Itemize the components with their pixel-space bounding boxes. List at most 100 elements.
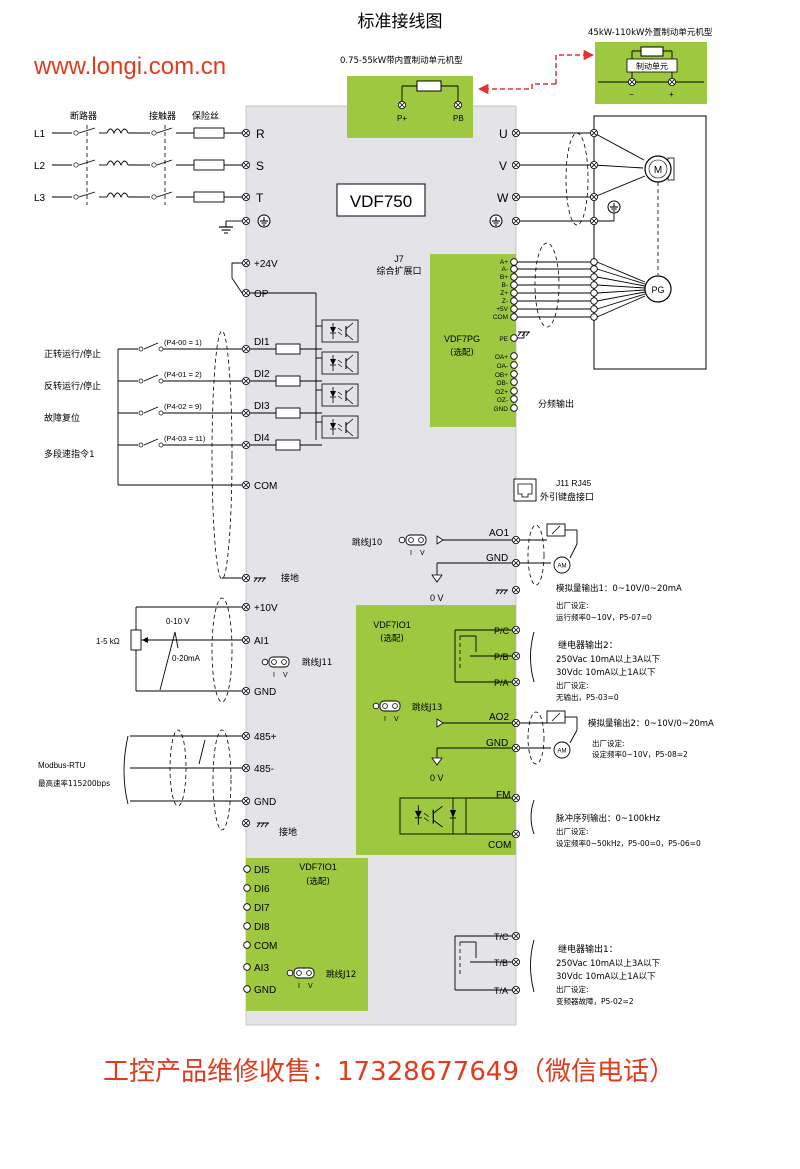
encoder-label: PG	[651, 285, 664, 295]
relay1-switch	[454, 935, 512, 991]
terminal-gnd3: GND	[254, 985, 276, 996]
terminal-tc: T/C	[494, 932, 509, 942]
relay1-set-value: 变频器故障，P5-02=2	[556, 996, 634, 1006]
pot-resistance: 1-5 kΩ	[96, 637, 120, 646]
vdf7pg-card	[430, 254, 516, 427]
model-label: VDF750	[350, 192, 412, 211]
j7-desc: 综合扩展口	[376, 265, 421, 277]
terminal-di6: DI6	[254, 884, 270, 895]
pg-ob-plus: OB+	[495, 372, 508, 379]
contactor-label: 接触器	[149, 110, 176, 122]
motor-wiring	[520, 132, 646, 226]
pg-gnd: GND	[494, 406, 509, 413]
brake-resistor	[416, 80, 442, 92]
pg-a-minus: A-	[502, 266, 509, 273]
relay2-switch	[454, 629, 512, 683]
pg-oa-minus: OA-	[496, 363, 508, 370]
di1-function: 正转运行/停止	[44, 348, 101, 360]
pg-com: COM	[493, 314, 508, 321]
pg-ob-minus: OB-	[496, 380, 508, 387]
ammeter-icon	[553, 556, 571, 574]
vdf7io1-name: VDF7IO1	[373, 620, 411, 630]
ao2-zero: 0 V	[430, 773, 444, 783]
vdf7pg-opt: (选配)	[450, 347, 474, 358]
terminal-tb: T/B	[494, 958, 508, 968]
terminal-485p: 485+	[254, 732, 277, 743]
j7-label: J7	[394, 254, 404, 264]
pg-b-plus: B+	[500, 274, 508, 281]
ao1-set-title: 出厂设定:	[556, 600, 589, 610]
jumper-j12-v: V	[308, 983, 313, 990]
brake-unit-box	[626, 58, 678, 73]
relay2-title: 继电器输出2：	[558, 639, 618, 651]
ao2-meter	[520, 710, 578, 765]
brake-ext-minus: −	[629, 90, 634, 99]
terminal-di3: DI3	[254, 401, 270, 412]
motor-label: M	[654, 165, 662, 176]
di2-function: 反转运行/停止	[44, 380, 101, 392]
pg-oz-plus: OZ+	[495, 389, 508, 396]
ground-icon	[257, 214, 271, 228]
vdf7io1-bottom-opt: (选配)	[306, 876, 330, 887]
vdf7io1-card	[356, 605, 516, 855]
relay1-set-title: 出厂设定:	[556, 984, 589, 994]
modbus-name: Modbus-RTU	[38, 761, 86, 770]
pg-z-minus: Z-	[502, 298, 508, 305]
fm-desc: 脉冲序列输出：0~100kHz	[556, 813, 661, 824]
terminal-r: R	[256, 127, 265, 141]
terminal-ai3: AI3	[254, 963, 269, 974]
terminal-di5: DI5	[254, 865, 270, 876]
terminal-w: W	[497, 191, 509, 205]
vdf7io1-bottom-name: VDF7IO1	[299, 862, 337, 872]
ao1-set-value: 运行频率0~10V，P5-07=0	[556, 612, 652, 622]
fm-output	[399, 797, 512, 835]
relay1-line1: 250Vac 10mA以上3A以下	[556, 959, 661, 969]
terminal-com: COM	[254, 481, 277, 492]
brake-unit-label: 制动单元	[636, 61, 668, 71]
di3-param: (P4-02 = 9)	[164, 402, 202, 411]
jumper-j11-v: V	[283, 672, 288, 679]
vdf7pg-inputs	[510, 242, 646, 342]
relay1-title: 继电器输出1：	[558, 943, 618, 955]
terminal-di8: DI8	[254, 922, 270, 933]
jumper-j11-i: I	[273, 672, 275, 679]
terminal-com2: COM	[254, 941, 277, 952]
contact-line: 工控产品维修收售：17328677649（微信电话）	[103, 1057, 675, 1087]
brake-internal-label: 0.75-55kW带内置制动单元机型	[340, 55, 463, 66]
terminal-op: OP	[254, 289, 269, 300]
terminal-10v: +10V	[254, 603, 278, 614]
modbus-rate: 最高速率115200bps	[38, 778, 110, 788]
line-l1: L1	[34, 129, 46, 140]
terminal-ao1: AO1	[489, 528, 509, 539]
brake-terminal-pb: PB	[453, 114, 464, 123]
terminal-di1: DI1	[254, 337, 270, 348]
line-l2: L2	[34, 161, 46, 172]
jumper-j10-v: V	[420, 550, 425, 557]
watermark-url: www.longi.com.cn	[33, 53, 226, 80]
terminal-24v: +24V	[254, 259, 278, 270]
line-l3: L3	[34, 193, 46, 204]
relay2-line2: 30Vdc 10mA以上1A以下	[556, 668, 656, 678]
page-title: 标准接线图	[358, 12, 443, 32]
terminal-pc: P/C	[494, 626, 510, 636]
terminal-di7: DI7	[254, 903, 270, 914]
ao1-zero: 0 V	[430, 593, 444, 603]
di4-function: 多段速指令1	[44, 448, 95, 460]
brake-ext-plus: +	[669, 90, 674, 99]
brake-internal-panel	[347, 76, 473, 138]
pg-b-minus: B-	[502, 282, 509, 289]
terminal-di4: DI4	[254, 433, 270, 444]
jumper-j13-v: V	[394, 716, 399, 723]
pot-circuit	[130, 597, 242, 703]
terminal-gnd: GND	[254, 687, 276, 698]
brake-ext-resistor	[640, 46, 664, 57]
ao2-set-value: 设定频率0~10V，P5-08=2	[592, 749, 688, 759]
ammeter-icon-2	[553, 741, 571, 759]
ao2-desc: 模拟量输出2：0~10V/0~20mA	[588, 718, 714, 729]
ao1-desc: 模拟量输出1：0~10V/0~20mA	[556, 583, 682, 594]
pot-current: 0-20mA	[172, 654, 201, 663]
j11rj45-label: J11 RJ45	[556, 478, 592, 488]
relay2-line1: 250Vac 10mA以上3A以下	[556, 655, 661, 665]
terminal-ao2: AO2	[489, 712, 509, 723]
jumper-j12-label: 跳线J12	[326, 969, 356, 980]
